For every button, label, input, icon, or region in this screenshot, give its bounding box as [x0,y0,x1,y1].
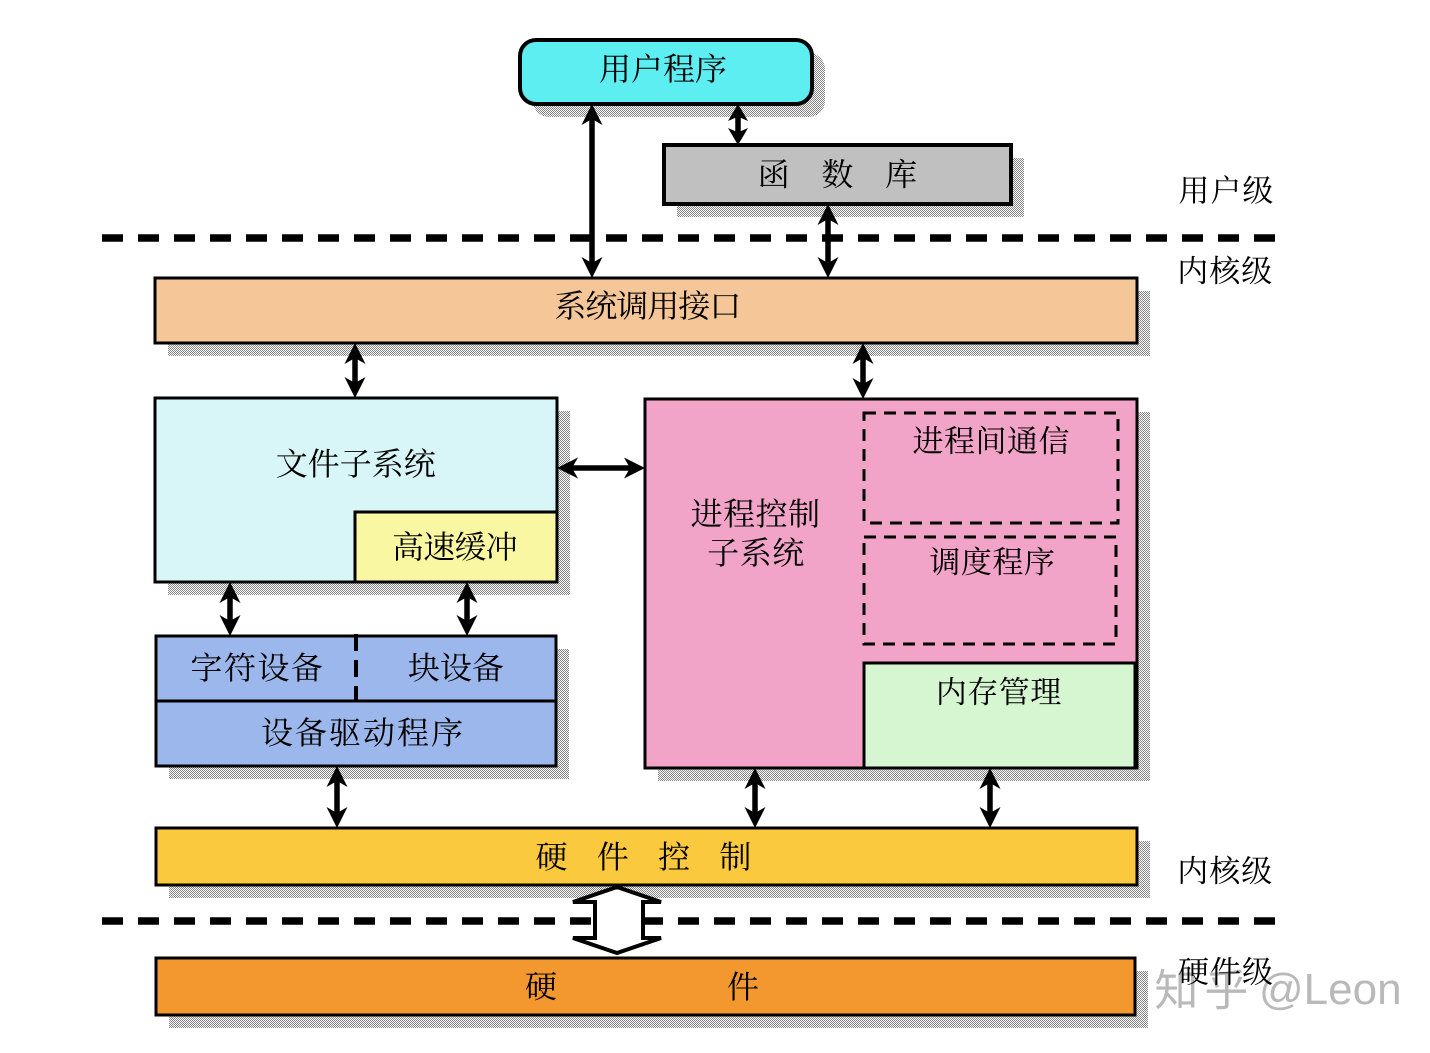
svg-text:@Leon: @Leon [1259,965,1402,1014]
